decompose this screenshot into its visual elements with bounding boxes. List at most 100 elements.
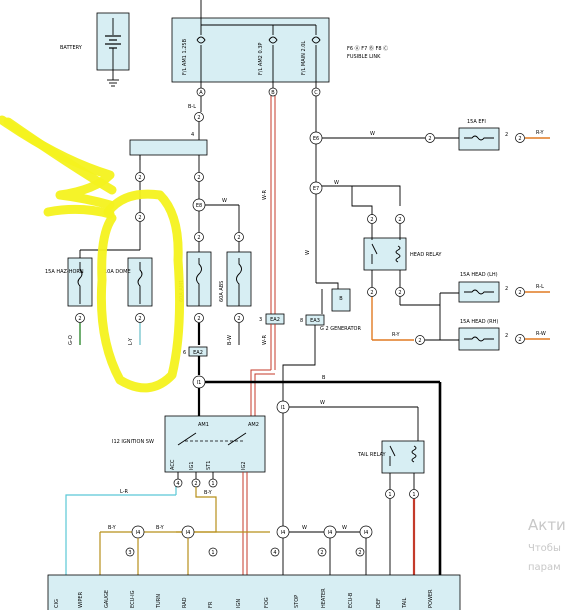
efi-label: 15A EFI xyxy=(467,119,486,125)
svg-text:2: 2 xyxy=(320,550,323,556)
svg-text:R-L: R-L xyxy=(536,284,544,290)
svg-text:W: W xyxy=(302,525,307,531)
head-lh-fuse xyxy=(458,281,500,303)
bottom-fuse-label: ECU-IG xyxy=(130,590,136,608)
fl-am1-label: F/L AM1 1.25B xyxy=(182,38,188,75)
svg-text:R-Y: R-Y xyxy=(392,332,400,338)
svg-text:I1: I1 xyxy=(281,405,286,411)
svg-text:B: B xyxy=(271,90,275,96)
bottom-fuse-label: RAD xyxy=(182,597,188,608)
svg-text:I4: I4 xyxy=(364,530,369,536)
svg-text:ST1: ST1 xyxy=(206,461,212,470)
svg-text:2: 2 xyxy=(418,338,421,344)
fusible-link-label: FUSIBLE LINK xyxy=(347,54,381,60)
svg-text:2: 2 xyxy=(358,550,361,556)
svg-text:4: 4 xyxy=(273,550,276,556)
svg-text:I1: I1 xyxy=(197,380,202,386)
svg-text:2: 2 xyxy=(370,217,373,223)
fusible-link-group: F/L AM1 1.25B F/L AM2 0.3P F/L MAIN 2.0L… xyxy=(171,0,388,97)
head-rh-label: 15A HEAD (RH) xyxy=(460,319,498,325)
svg-text:2: 2 xyxy=(370,290,373,296)
svg-text:EA2: EA2 xyxy=(193,350,203,356)
ignition-switch-box xyxy=(164,415,266,473)
svg-text:2: 2 xyxy=(138,215,141,221)
svg-text:2: 2 xyxy=(398,217,401,223)
generator-label: G 2 GENERATOR xyxy=(320,326,361,332)
svg-text:G-O: G-O xyxy=(68,335,74,345)
svg-text:W: W xyxy=(222,198,227,204)
head-rh-fuse xyxy=(458,327,500,351)
dome-label: 10A DOME xyxy=(104,269,131,275)
svg-text:2: 2 xyxy=(518,290,521,296)
svg-text:2: 2 xyxy=(237,316,240,322)
svg-text:4: 4 xyxy=(191,132,194,138)
svg-text:2: 2 xyxy=(505,132,508,138)
svg-text:2: 2 xyxy=(197,175,200,181)
bottom-fuse-label: CIG xyxy=(54,599,60,608)
lower-distribution: L-R 4 2 1 B-Y B-Y B-Y I4 I4 3 1 I4 W W I… xyxy=(65,478,391,575)
fl-main-label: F/L MAIN 2.0L xyxy=(301,41,307,75)
haz-dome-fuses: 15A HAZ-HORN 10A DOME 2 2 G-O L-Y xyxy=(45,257,153,345)
fuse-block xyxy=(47,574,461,610)
svg-text:W-R: W-R xyxy=(262,334,268,345)
svg-text:1: 1 xyxy=(211,550,214,556)
svg-text:1: 1 xyxy=(211,481,214,487)
ignition-switch-group: I12 IGNITION SW AM1 AM2 ACC IG1 ST1 IG2 xyxy=(112,415,266,540)
svg-text:2: 2 xyxy=(138,175,141,181)
svg-text:B-L: B-L xyxy=(188,104,196,110)
junction-block xyxy=(129,139,208,156)
battery-group: BATTERY xyxy=(60,12,130,87)
svg-text:A: A xyxy=(199,90,203,96)
svg-text:W: W xyxy=(320,400,325,406)
svg-text:R-W: R-W xyxy=(536,331,546,337)
bottom-fuse-label: TURN xyxy=(156,594,162,609)
head-lh-label: 15A HEAD (LH) xyxy=(460,272,498,278)
svg-text:AM1: AM1 xyxy=(198,422,209,428)
svg-text:B: B xyxy=(339,296,343,302)
svg-text:3: 3 xyxy=(259,317,262,323)
svg-text:4: 4 xyxy=(176,481,179,487)
bottom-fuse-label: STOP xyxy=(294,595,300,608)
watermark-line2: Чтобы xyxy=(528,543,561,554)
am1-abs-fuses: 60A AM1 60A ABS 2 2 B-W EA2 6 I1 xyxy=(179,242,252,416)
fl-am2-label: F/L AM2 0.3P xyxy=(258,43,264,75)
svg-text:W-R: W-R xyxy=(262,189,268,200)
svg-text:2: 2 xyxy=(78,316,81,322)
svg-text:2: 2 xyxy=(518,136,521,142)
svg-text:8: 8 xyxy=(300,318,303,324)
svg-text:2: 2 xyxy=(428,136,431,142)
bottom-fuse-label: WIPER xyxy=(78,591,84,608)
head-relay-box xyxy=(363,237,407,271)
svg-text:IG2: IG2 xyxy=(241,461,247,470)
svg-text:6: 6 xyxy=(183,350,186,356)
svg-text:2: 2 xyxy=(197,115,200,121)
svg-text:L-Y: L-Y xyxy=(128,337,134,345)
tail-relay-group: I1 W TAIL RELAY 1 1 xyxy=(276,400,425,575)
svg-text:2: 2 xyxy=(194,481,197,487)
bottom-fuse-label: GAUGE xyxy=(104,590,110,608)
svg-text:1: 1 xyxy=(412,492,415,498)
svg-text:E8: E8 xyxy=(196,203,202,209)
svg-text:B-W: B-W xyxy=(227,335,233,345)
svg-text:3: 3 xyxy=(128,550,131,556)
generator-group: B G 2 GENERATOR EA3 8 xyxy=(282,288,361,405)
svg-text:B-Y: B-Y xyxy=(204,490,213,496)
svg-text:ACC: ACC xyxy=(170,459,176,470)
am1-branch: B-L 2 4 2 2 E8 W 2 2 2 xyxy=(79,96,244,258)
tail-relay-box xyxy=(381,440,425,474)
svg-text:I4: I4 xyxy=(328,530,333,536)
svg-text:E6: E6 xyxy=(313,136,319,142)
svg-text:C: C xyxy=(314,90,318,96)
svg-text:B-Y: B-Y xyxy=(156,525,165,531)
svg-text:I4: I4 xyxy=(136,530,141,536)
svg-text:W: W xyxy=(334,180,339,186)
am2-wire: W-R EA2 3 W-R xyxy=(250,96,285,416)
svg-text:R-Y: R-Y xyxy=(536,130,544,136)
svg-text:E7: E7 xyxy=(313,186,319,192)
svg-text:2: 2 xyxy=(505,333,508,339)
svg-text:AM2: AM2 xyxy=(248,422,259,428)
svg-text:2: 2 xyxy=(505,286,508,292)
svg-text:2: 2 xyxy=(197,235,200,241)
